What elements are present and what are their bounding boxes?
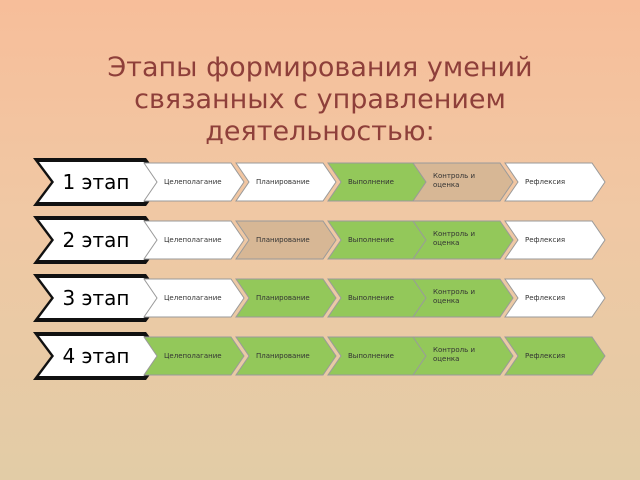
- step-label: Планирование: [256, 178, 310, 186]
- step-chevron: [412, 220, 514, 260]
- step-label: Выполнение: [348, 294, 394, 302]
- stage-label-shape: [39, 278, 158, 318]
- step-chevron: [143, 220, 245, 260]
- stage-row-4: 4 этап Целеполагание Планирование Выполнени…: [33, 332, 606, 380]
- step-label: Контроль и: [433, 288, 475, 296]
- step-chevron: [504, 162, 606, 202]
- title-line-1: Этапы формирования умений: [107, 52, 533, 83]
- step-label: Целеполагание: [164, 294, 222, 302]
- stage-label-text: 1 этап: [62, 170, 129, 194]
- step-label: Выполнение: [348, 236, 394, 244]
- step-label: Контроль и: [433, 346, 475, 354]
- step-chevron: [143, 278, 245, 318]
- title-line-3: деятельностью:: [205, 116, 435, 147]
- step-label: оценка: [433, 239, 459, 247]
- step-chevron: [235, 162, 337, 202]
- step-label: Выполнение: [348, 178, 394, 186]
- step-chevron: [412, 278, 514, 318]
- stage-label-text: 4 этап: [62, 344, 129, 368]
- step-label: Планирование: [256, 352, 310, 360]
- step-label: Рефлексия: [525, 178, 565, 186]
- step-label: Контроль и: [433, 230, 475, 238]
- step-chevron: [143, 162, 245, 202]
- step-chevron: [504, 336, 606, 376]
- step-label: Рефлексия: [525, 352, 565, 360]
- step-label: Планирование: [256, 236, 310, 244]
- step-chevron: [504, 220, 606, 260]
- step-label: Целеполагание: [164, 178, 222, 186]
- step-label: Рефлексия: [525, 236, 565, 244]
- step-chevron: [143, 336, 245, 376]
- step-chevron: [235, 220, 337, 260]
- stage-label-text: 2 этап: [62, 228, 129, 252]
- step-chevron: [412, 336, 514, 376]
- step-label: Целеполагание: [164, 236, 222, 244]
- step-label: Контроль и: [433, 172, 475, 180]
- title-line-2: связанных с управлением: [134, 84, 506, 115]
- step-label: оценка: [433, 297, 459, 305]
- step-label: Выполнение: [348, 352, 394, 360]
- step-label: оценка: [433, 181, 459, 189]
- step-label: Планирование: [256, 294, 310, 302]
- stage-row-3: 3 этап Целеполагание Планирование Выполнени…: [33, 274, 606, 322]
- step-label: Рефлексия: [525, 294, 565, 302]
- step-chevron: [412, 162, 514, 202]
- stage-label-shape: [39, 162, 158, 202]
- step-chevron: [504, 278, 606, 318]
- stage-label-shape: [39, 220, 158, 260]
- stage-row-1: 1 этап Целеполагание Планирование Выполнени…: [33, 158, 606, 206]
- step-chevron: [235, 336, 337, 376]
- stage-row-2: 2 этап Целеполагание Планирование Выполнени…: [33, 216, 606, 264]
- step-label: Целеполагание: [164, 352, 222, 360]
- page-title: Этапы формирования умений связанных с уп…: [0, 52, 640, 148]
- stage-label-text: 3 этап: [62, 286, 129, 310]
- step-chevron: [235, 278, 337, 318]
- stage-label-shape: [39, 336, 158, 376]
- step-label: оценка: [433, 355, 459, 363]
